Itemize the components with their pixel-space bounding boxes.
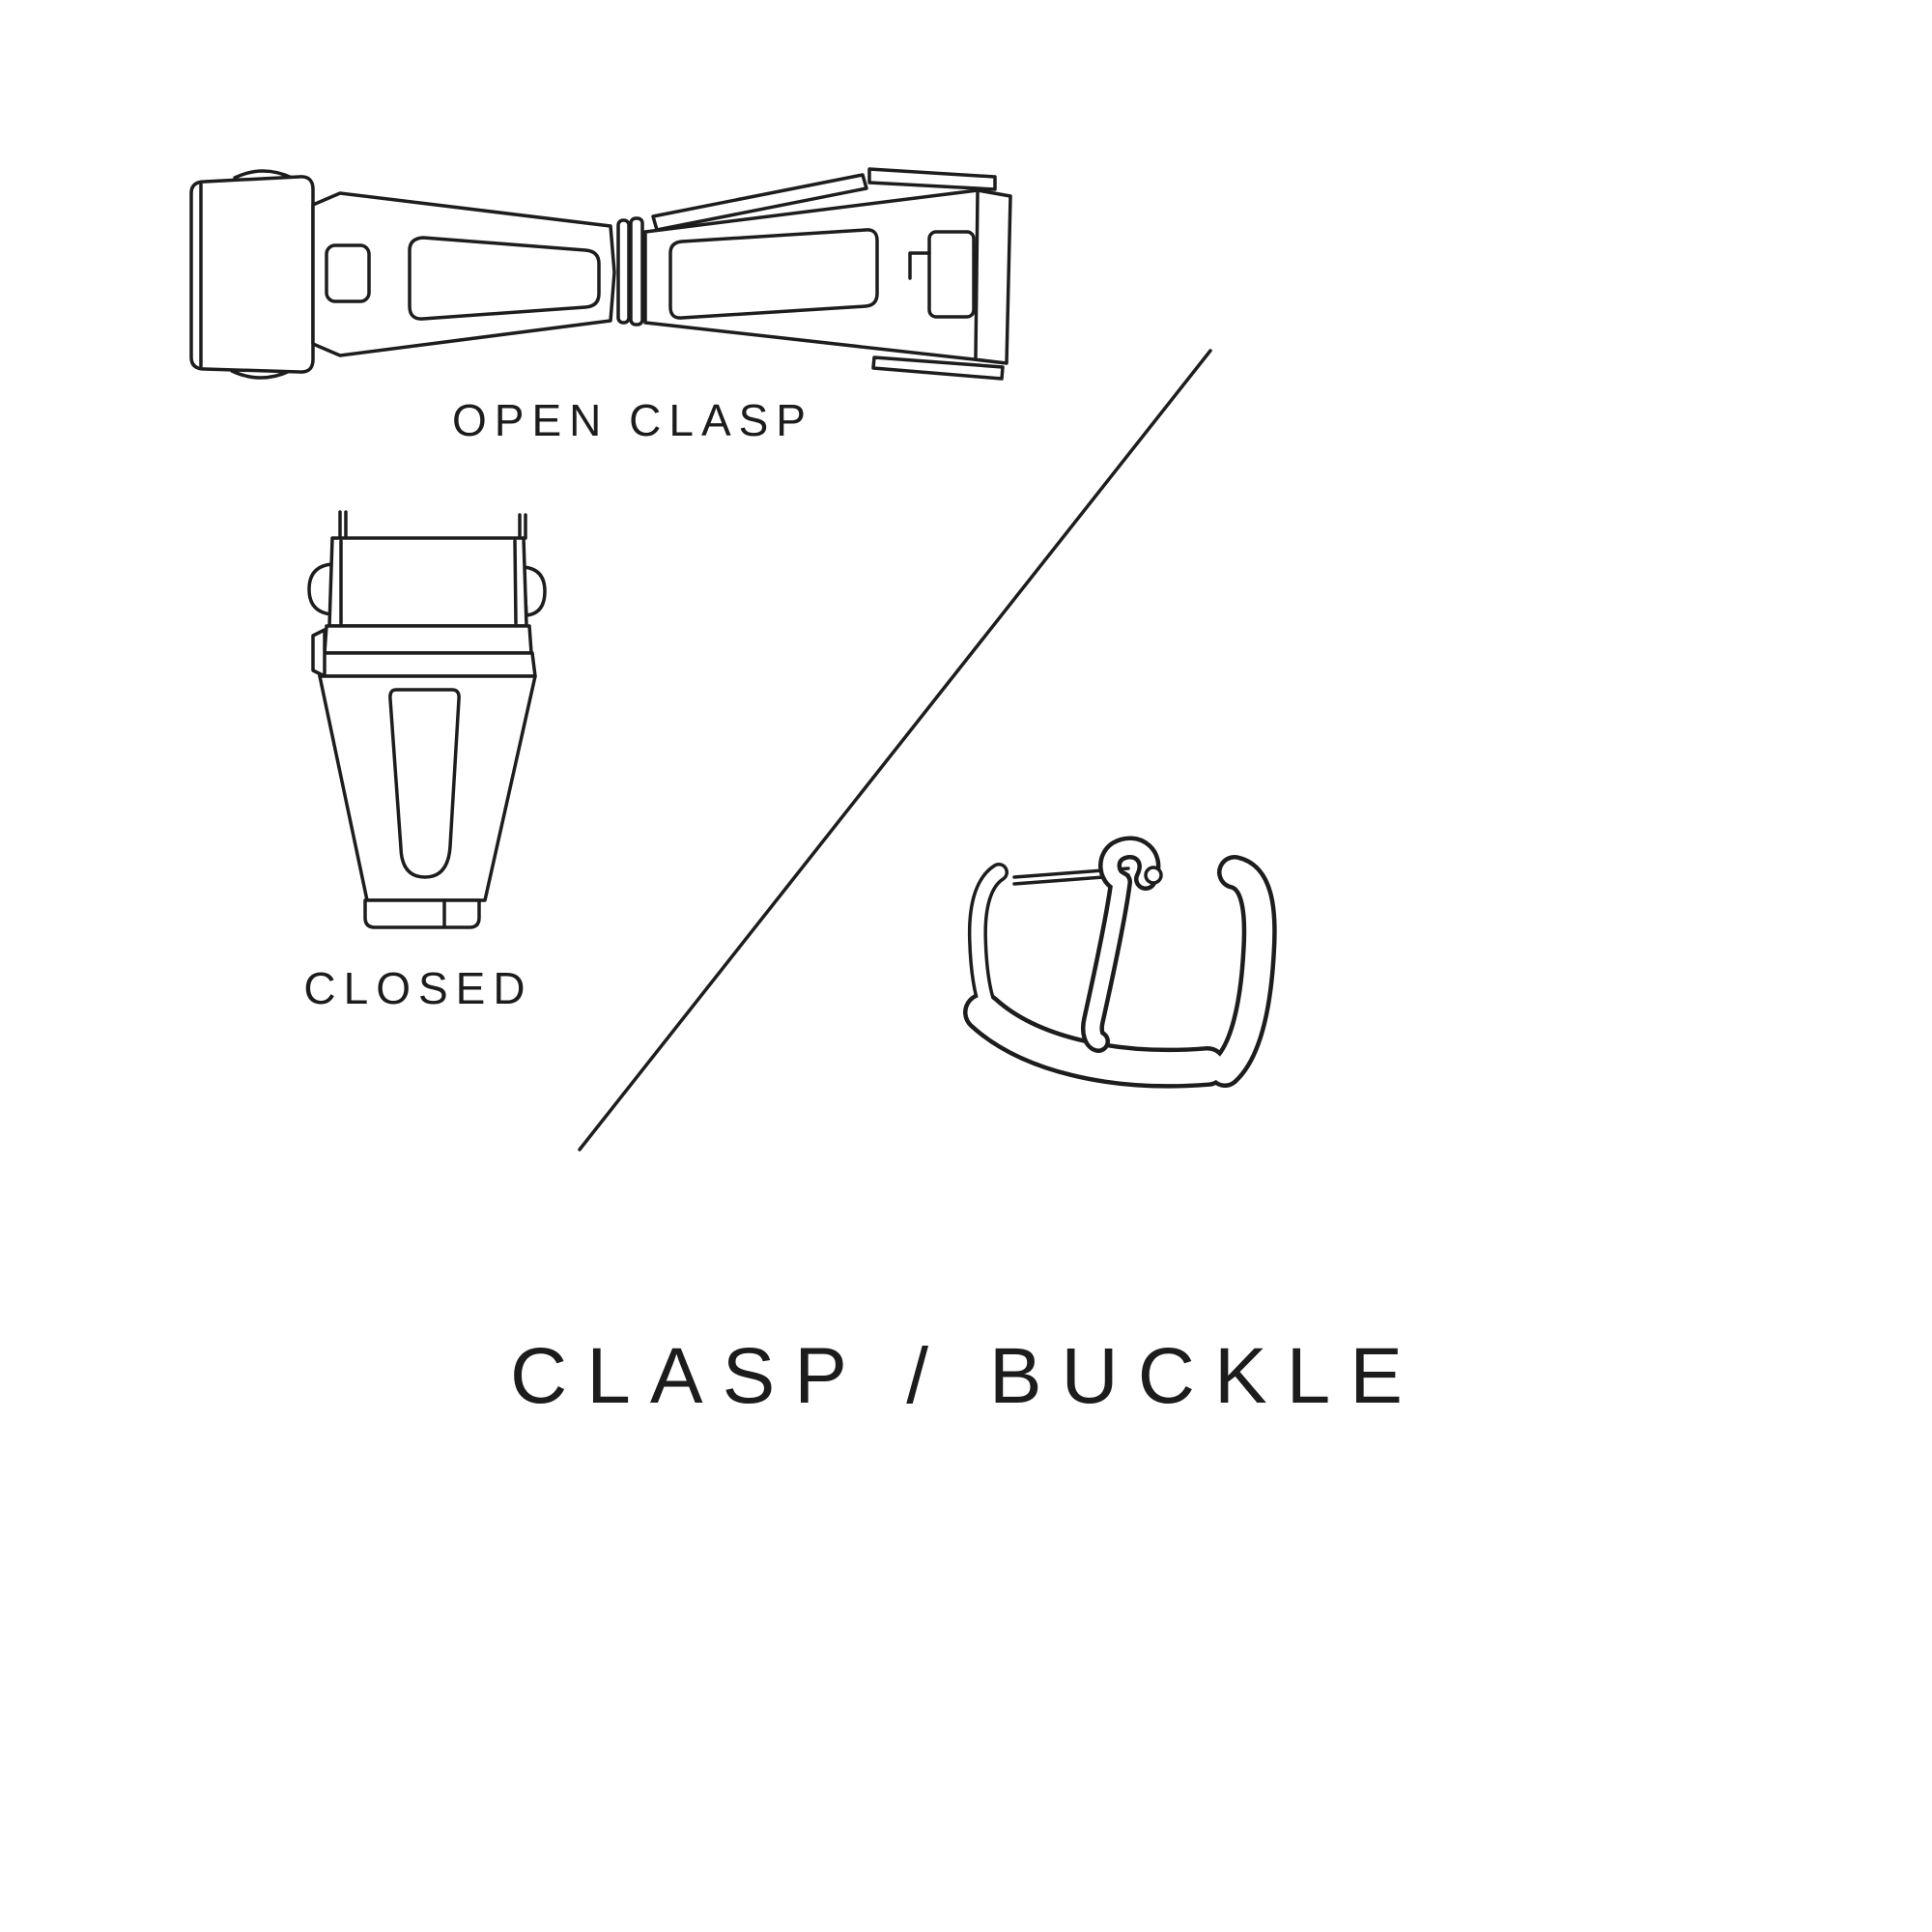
closed-clasp-label: CLOSED bbox=[303, 963, 533, 1013]
closed-clasp-block-edge-right bbox=[513, 539, 518, 625]
closed-clasp-ear-right bbox=[522, 565, 547, 617]
buckle-bottom-band-fill bbox=[967, 996, 1224, 1085]
open-clasp-catch-hook bbox=[908, 251, 931, 280]
open-clasp-hinge-right bbox=[629, 216, 644, 327]
open-clasp-right-end-edge bbox=[974, 190, 980, 359]
open-clasp-bottom-right-strip bbox=[871, 355, 1005, 381]
closed-clasp-slot bbox=[388, 688, 461, 879]
open-clasp-catch-cutout bbox=[927, 230, 976, 319]
closed-clasp-band-1 bbox=[323, 624, 533, 655]
diagonal-divider-line bbox=[578, 349, 1212, 1151]
open-clasp-end-link bbox=[189, 175, 315, 374]
closed-clasp-band-2 bbox=[318, 651, 537, 678]
open-clasp-left-cutout bbox=[408, 236, 601, 321]
closed-clasp-left-notch bbox=[311, 628, 327, 678]
open-clasp-hinge-left bbox=[616, 218, 631, 325]
buckle-right-rail-fill bbox=[1211, 859, 1273, 1084]
page-title: CLASP / BUCKLE bbox=[510, 1332, 1422, 1420]
closed-clasp-top-block bbox=[327, 536, 528, 628]
closed-clasp-prong-left bbox=[338, 510, 348, 539]
open-clasp-right-cutout bbox=[668, 228, 879, 320]
closed-clasp-prong-right bbox=[518, 513, 527, 540]
open-clasp-label: OPEN CLASP bbox=[452, 395, 813, 445]
closed-clasp-illustration bbox=[307, 510, 547, 929]
open-clasp-left-notch bbox=[325, 243, 371, 303]
open-clasp-bottom-bump bbox=[230, 369, 292, 380]
open-clasp-top-bar bbox=[651, 173, 868, 232]
closed-clasp-end-cap bbox=[363, 898, 481, 929]
buckle-illustration bbox=[963, 836, 1277, 1089]
open-clasp-top-right-strip bbox=[867, 167, 997, 191]
closed-clasp-ear-left bbox=[307, 562, 334, 616]
buckle-tang-fill bbox=[1085, 840, 1156, 1049]
buckle-tang-ring bbox=[1144, 866, 1163, 885]
open-clasp-illustration bbox=[189, 167, 1012, 381]
